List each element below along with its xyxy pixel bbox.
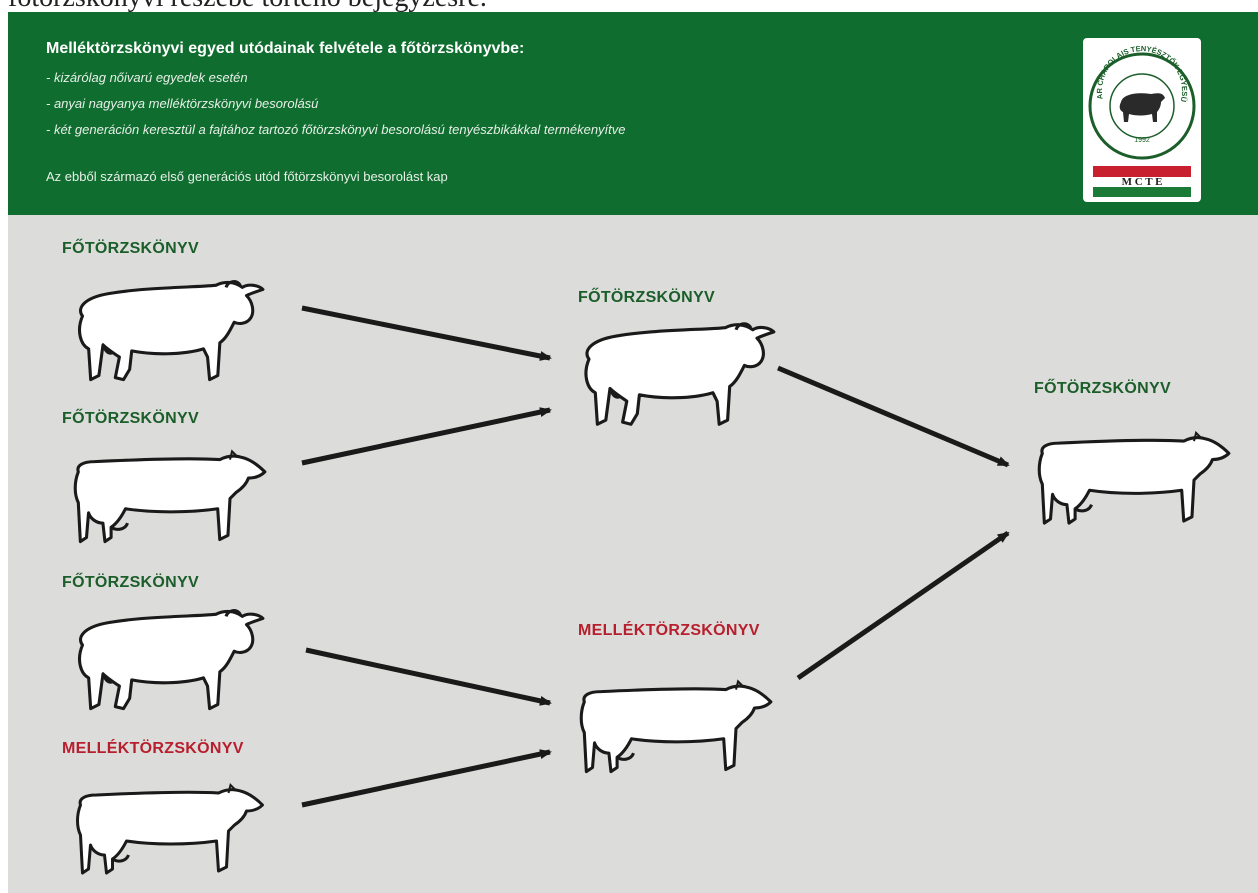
- banner-rule-1: - kizárólag nőivarú egyedek esetén: [46, 70, 248, 85]
- banner-rule-3: - két generáción keresztül a fajtához ta…: [46, 122, 626, 137]
- edge-g1-cow-2-to-g2-cow: [301, 749, 552, 808]
- edge-g2-bull-to-g3-cow: [777, 365, 1010, 468]
- edge-g1-cow-1-to-g2-bull: [301, 407, 552, 466]
- label-g1-cow-1: FŐTÖRZSKÖNYV: [62, 410, 199, 427]
- edge-g1-bull-1-to-g2-bull: [301, 305, 552, 361]
- label-g2-bull: FŐTÖRZSKÖNYV: [578, 289, 715, 306]
- banner-footer: Az ebből származó első generációs utód f…: [46, 169, 448, 184]
- cow-icon: [75, 783, 265, 875]
- bull-icon: [1119, 93, 1165, 122]
- label-g1-bull-1: FŐTÖRZSKÖNYV: [62, 240, 199, 257]
- info-banner: Melléktörzskönyvi egyed utódainak felvét…: [8, 12, 1258, 215]
- label-g3-cow: FŐTÖRZSKÖNYV: [1034, 380, 1171, 397]
- edge-g1-bull-2-to-g2-cow: [305, 647, 552, 706]
- edge-g2-cow-to-g3-cow: [796, 530, 1010, 681]
- cow-icon: [579, 679, 773, 774]
- label-g2-cow: MELLÉKTÖRZSKÖNYV: [578, 622, 760, 639]
- cow-icon: [1037, 431, 1231, 525]
- label-g1-bull-2: FŐTÖRZSKÖNYV: [62, 574, 199, 591]
- cow-icon: [73, 449, 267, 544]
- mcte-logo: MAGYAR CHAROLAIS TENYÉSZTŐK EGYESÜLETE 1…: [1083, 38, 1201, 202]
- bull-icon: [77, 280, 265, 382]
- bull-icon: [584, 322, 776, 426]
- bull-icon: [77, 609, 265, 711]
- page-heading-fragment: főtörzskönyvi részébe történő bejegyzésr…: [8, 0, 487, 14]
- banner-rule-2: - anyai nagyanya melléktörzskönyvi besor…: [46, 96, 319, 111]
- label-g1-cow-2: MELLÉKTÖRZSKÖNYV: [62, 740, 244, 757]
- logo-year: 1992: [1134, 137, 1150, 144]
- logo-initials: M C T E: [1122, 176, 1163, 188]
- banner-title: Melléktörzskönyvi egyed utódainak felvét…: [46, 40, 525, 57]
